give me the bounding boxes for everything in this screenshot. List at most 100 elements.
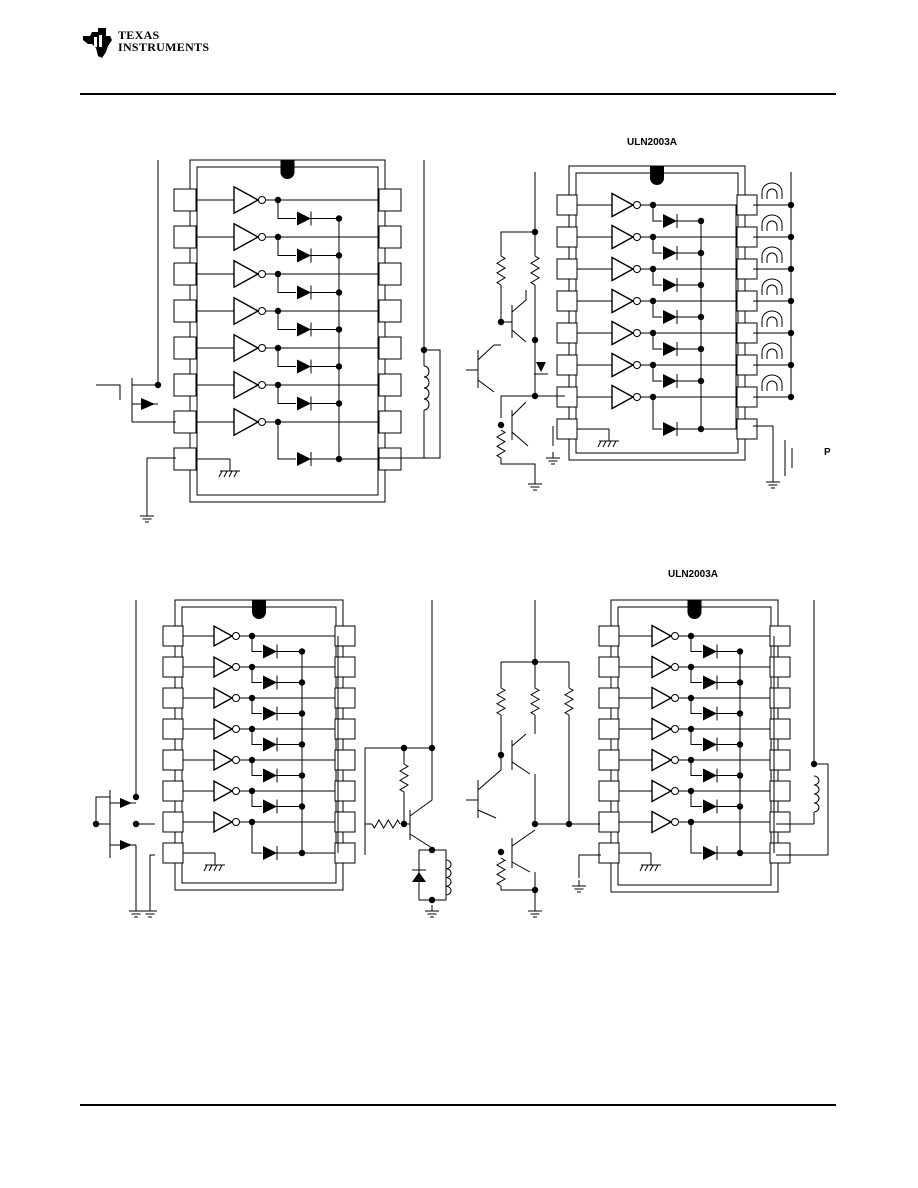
- inverter-bubble-icon: [232, 756, 240, 764]
- ic-pin-right: [378, 299, 402, 323]
- ic-pin-right: [769, 718, 791, 740]
- load-wire: [432, 849, 447, 901]
- chassis-ground-icon: [649, 864, 654, 872]
- junction-dot: [787, 393, 795, 401]
- inverter-icon: [611, 384, 635, 410]
- ic-pin-right: [378, 262, 402, 286]
- inverter-icon: [233, 259, 260, 289]
- lamp-supply-wire: [753, 425, 774, 476]
- clamp-wire: [690, 760, 702, 776]
- inverter-bubble-icon: [232, 632, 240, 640]
- transistor-icon: [477, 755, 502, 791]
- relay-coil-icon: [813, 775, 820, 813]
- inverter-icon: [611, 288, 635, 314]
- transistor-icon: [511, 290, 527, 313]
- clamp-wire: [690, 822, 702, 854]
- inverter-bubble-icon: [671, 694, 679, 702]
- ic-pin-left: [556, 386, 578, 408]
- junction-dot: [497, 421, 505, 429]
- inverter-bubble-icon: [633, 233, 641, 241]
- ic-pin-left: [173, 188, 197, 212]
- lamp-icon: [761, 278, 783, 295]
- ic-pin-left: [173, 373, 197, 397]
- drive-wire: [364, 747, 432, 855]
- lamp-filament-icon: [766, 220, 778, 231]
- transistor-icon: [511, 431, 529, 447]
- inverter-icon: [651, 810, 673, 834]
- ic-package-outline: [568, 165, 746, 461]
- ic-pin-left: [162, 780, 184, 802]
- relay-wire: [378, 349, 441, 459]
- clamp-wire: [690, 729, 702, 745]
- diode-icon: [703, 675, 717, 690]
- clamp-wire: [652, 365, 662, 382]
- chassis-ground-icon: [228, 470, 233, 478]
- ic-pin-right: [378, 447, 402, 471]
- chassis-ground-icon: [597, 440, 602, 448]
- clamp-wire: [251, 636, 262, 652]
- diode-icon: [663, 374, 677, 388]
- resistor-icon: [496, 255, 506, 286]
- diode-icon: [263, 644, 277, 659]
- clamp-wire: [690, 698, 702, 714]
- ic-pin-right: [378, 410, 402, 434]
- inverter-icon: [651, 686, 673, 710]
- ic-pin-left: [556, 226, 578, 248]
- lamp-icon: [761, 342, 783, 359]
- ground-wire: [500, 458, 536, 478]
- inverter-icon: [233, 407, 260, 437]
- ic-pin-right: [769, 842, 791, 864]
- inverter-bubble-icon: [258, 233, 266, 241]
- ic-pin-left: [162, 749, 184, 771]
- ic-notch-icon: [687, 600, 702, 619]
- lamp-icon: [761, 374, 783, 391]
- diode-icon: [263, 799, 277, 814]
- diode-icon: [663, 422, 677, 436]
- transistor-icon: [477, 379, 495, 393]
- clamp-wire: [251, 729, 262, 745]
- ground-wire: [146, 457, 176, 510]
- relay-coil-icon: [423, 365, 430, 411]
- figure-label-bottom-right: ULN2003A: [668, 569, 719, 580]
- inverter-bubble-icon: [258, 196, 266, 204]
- inverter-bubble-icon: [671, 787, 679, 795]
- diode-icon: [663, 214, 677, 228]
- brand-line-1: Texas: [118, 28, 160, 42]
- resistor-icon: [530, 255, 540, 286]
- lamp-filament-icon: [766, 348, 778, 359]
- inverter-icon: [611, 224, 635, 250]
- lamp-filament-icon: [766, 188, 778, 199]
- ti-logo-mark-icon: [83, 28, 112, 58]
- resistor-icon: [563, 687, 575, 716]
- inverter-icon: [651, 624, 673, 648]
- clamp-wire: [652, 333, 662, 350]
- diode-icon: [297, 396, 311, 411]
- chassis-ground-icon: [223, 470, 228, 478]
- inverter-icon: [213, 655, 234, 679]
- diode-icon: [297, 248, 311, 263]
- lamp-filament-icon: [766, 380, 778, 391]
- ic-pin-left: [173, 262, 197, 286]
- transistor-icon: [477, 809, 497, 819]
- transistor-icon: [511, 829, 536, 847]
- lamp-filament-icon: [766, 316, 778, 327]
- transistor-icon: [511, 761, 531, 775]
- transistor-icon: [409, 833, 433, 849]
- switch-wire: [96, 384, 121, 400]
- diode-icon: [263, 768, 277, 783]
- diode-icon: [663, 342, 677, 356]
- ic-pin-right: [769, 749, 791, 771]
- switch-wire: [95, 796, 110, 825]
- clamp-wire: [251, 822, 262, 854]
- chassis-ground-icon: [602, 440, 607, 448]
- clamp-wire: [690, 667, 702, 683]
- ic-pin-left: [162, 625, 184, 647]
- inverter-icon: [651, 748, 673, 772]
- clamp-wire: [277, 274, 296, 293]
- diode-icon: [663, 246, 677, 260]
- inverter-icon: [233, 222, 260, 252]
- ground-wire: [149, 854, 155, 905]
- diode-icon: [703, 644, 717, 659]
- inverter-bubble-icon: [633, 329, 641, 337]
